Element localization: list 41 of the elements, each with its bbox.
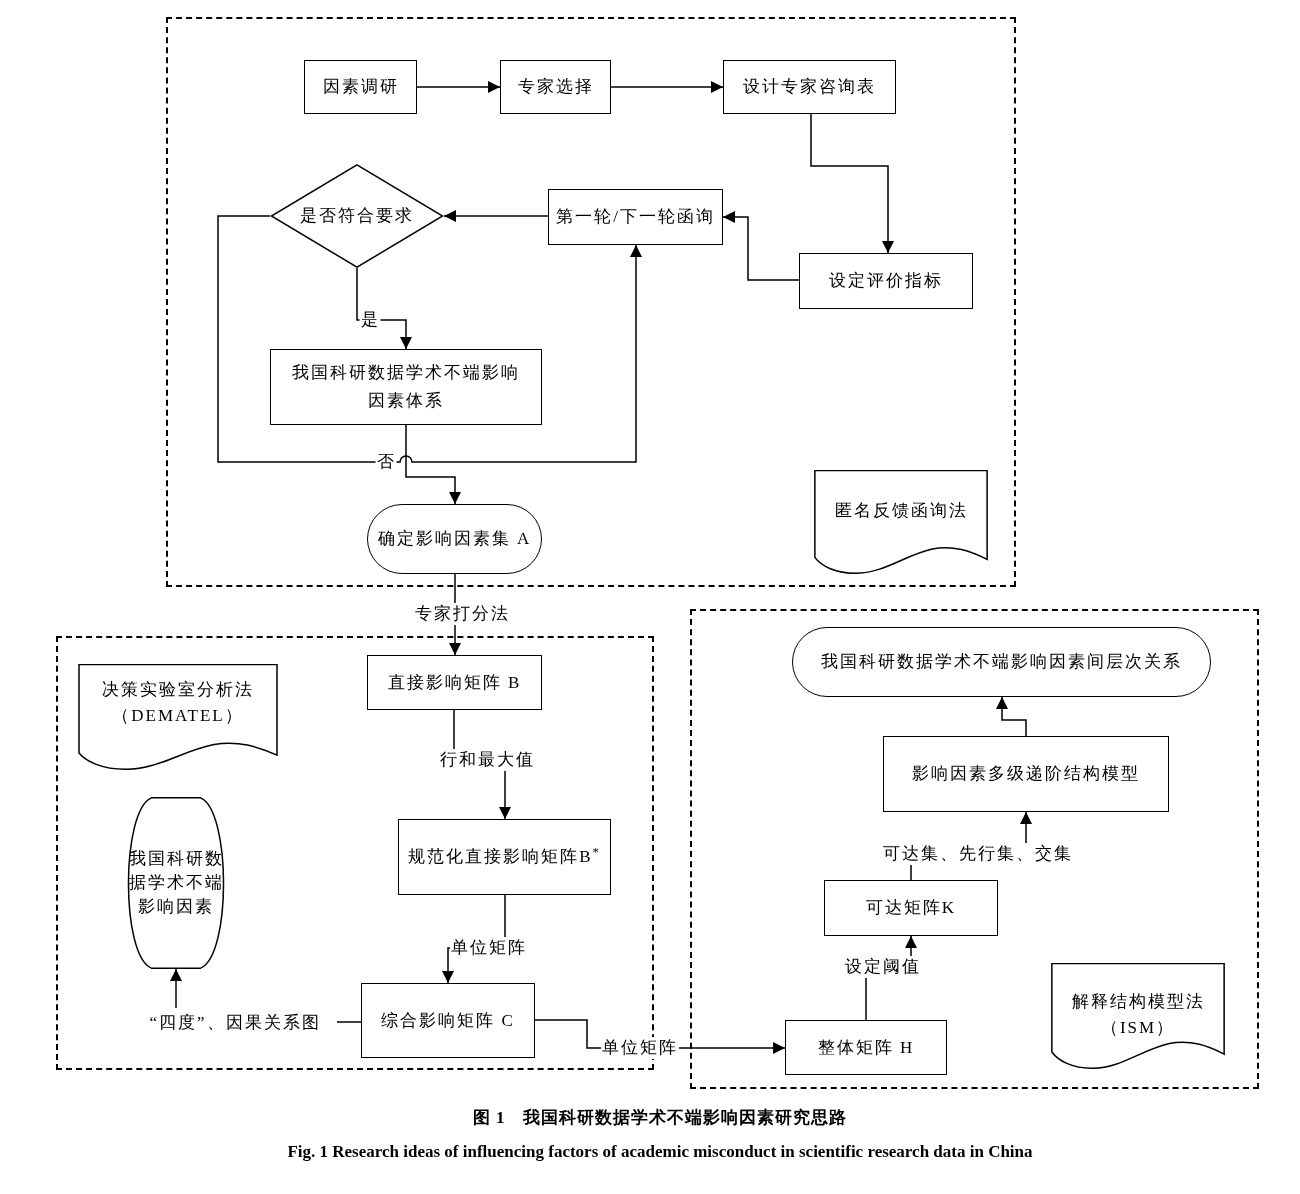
document-shape: 匿名反馈函询法 xyxy=(814,470,988,574)
edge-label: 行和最大值 xyxy=(438,749,536,771)
edge-label: 可达集、先行集、交集 xyxy=(882,843,1074,865)
process-box: 我国科研数据学术不端影响因素体系 xyxy=(270,349,542,425)
arrow xyxy=(170,968,182,1009)
process-box: 影响因素多级递阶结构模型 xyxy=(883,736,1169,812)
edge-label: 设定阈值 xyxy=(844,956,922,978)
process-box: 整体矩阵 H xyxy=(785,1020,947,1075)
rounded-terminal-box: 确定影响因素集 A xyxy=(367,504,542,574)
process-box: 设定评价指标 xyxy=(799,253,973,309)
edge-label: 是 xyxy=(359,309,381,331)
decision-diamond: 是否符合要求 xyxy=(270,164,444,268)
process-box: 第一轮/下一轮函询 xyxy=(548,189,723,245)
edge-label: 专家打分法 xyxy=(413,603,511,625)
arrow xyxy=(996,696,1027,737)
arrow xyxy=(217,215,642,463)
process-box: 设计专家咨询表 xyxy=(723,60,896,114)
figure-caption: 图 1 我国科研数据学术不端影响因素研究思路 xyxy=(471,1107,849,1129)
process-box: 综合影响矩阵 C xyxy=(361,983,535,1058)
document-shape: 解释结构模型法（ISM） xyxy=(1051,963,1225,1069)
document-shape: 决策实验室分析法（DEMATEL） xyxy=(78,664,278,770)
arrow xyxy=(405,424,461,505)
process-box: 可达矩阵K xyxy=(824,880,998,936)
arrow xyxy=(443,210,549,222)
caption-text: Fig. 1 Research ideas of influencing factors of academic misconduct in scientific research data in China xyxy=(286,1141,1034,1163)
dashed-frame xyxy=(166,17,1016,587)
arrow xyxy=(610,81,724,93)
process-box: 直接影响矩阵 B xyxy=(367,655,542,710)
connector-line xyxy=(336,1021,362,1023)
process-box: 规范化直接影响矩阵B$^{*}$ xyxy=(398,819,611,895)
edge-label: 单位矩阵 xyxy=(601,1037,679,1059)
arrow xyxy=(356,267,412,350)
rounded-terminal-box: 我国科研数据学术不端影响因素间层次关系 xyxy=(792,627,1211,697)
arrow xyxy=(416,81,501,93)
arrow xyxy=(722,211,800,281)
process-box: 专家选择 xyxy=(500,60,611,114)
edge-label: 单位矩阵 xyxy=(450,937,528,959)
text-label: “四度”、因果关系图 xyxy=(133,1008,337,1038)
dashed-frame xyxy=(690,609,1259,1089)
process-box: 因素调研 xyxy=(304,60,417,114)
arrow xyxy=(810,113,894,254)
